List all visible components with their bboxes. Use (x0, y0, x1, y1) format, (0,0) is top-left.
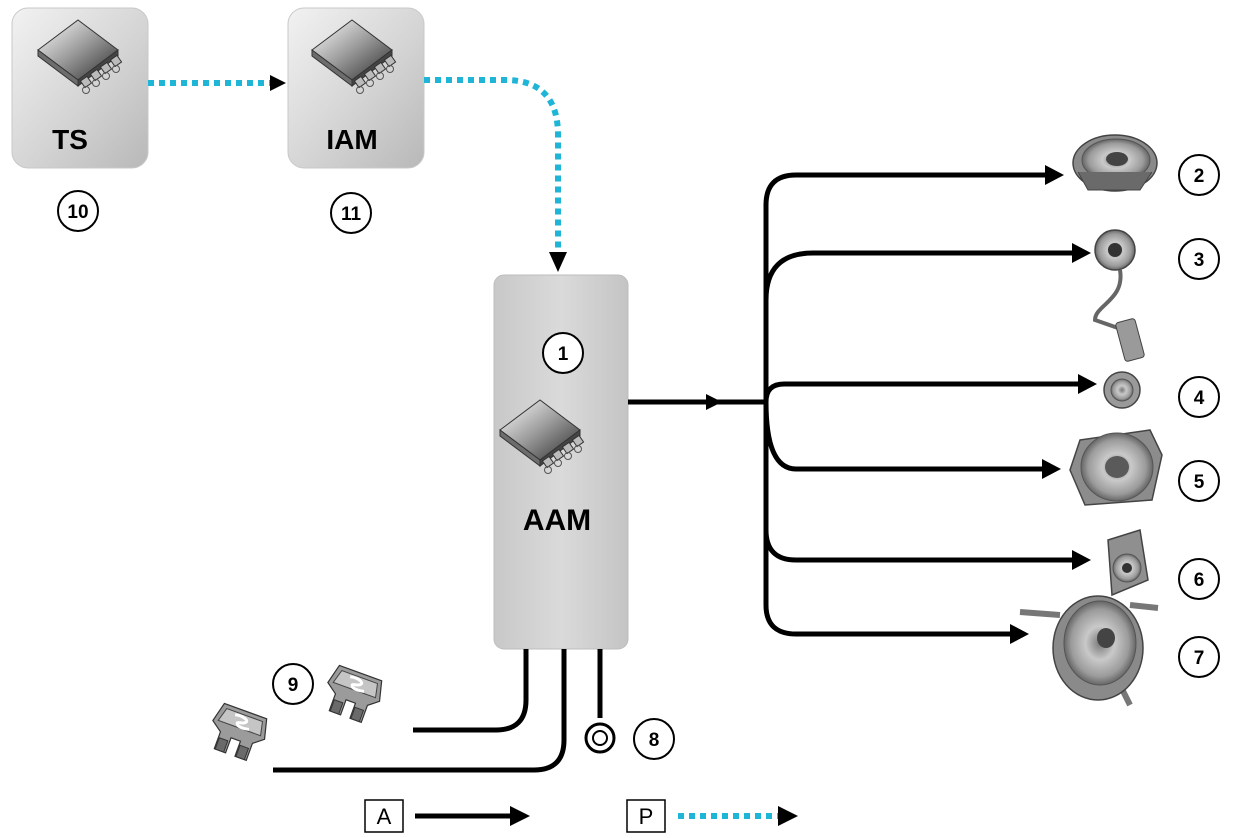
fuse-icon (317, 662, 388, 728)
ts-module: TS (11, 7, 149, 169)
speaker-4 (1103, 371, 1141, 409)
data-link-iam-aam (424, 77, 567, 272)
power-feed-lines (273, 649, 603, 773)
callout-10-number: 10 (67, 202, 88, 223)
callout-5: 5 (1178, 460, 1220, 502)
callout-8-number: 8 (649, 730, 660, 751)
callout-1-number: 1 (558, 344, 569, 365)
callout-11-number: 11 (341, 204, 362, 225)
speaker-6 (1107, 529, 1149, 597)
callout-9: 9 (272, 663, 314, 705)
legend-audio: A (364, 799, 530, 833)
aam-module: AAM (493, 274, 629, 650)
fuse-icon (202, 700, 273, 766)
audio-arrow-heads (706, 165, 1097, 644)
callout-4: 4 (1178, 376, 1220, 418)
arrow-head (549, 252, 567, 272)
speaker-5 (1069, 429, 1163, 506)
callout-2: 2 (1178, 154, 1220, 196)
speaker-7 (1019, 595, 1159, 707)
callout-9-number: 9 (288, 675, 299, 696)
callout-10: 10 (57, 190, 99, 232)
callout-6: 6 (1178, 558, 1220, 600)
callout-7: 7 (1178, 636, 1220, 678)
audio-output-lines (628, 172, 1078, 637)
speaker-2 (1072, 134, 1158, 192)
ts-label: TS (52, 124, 88, 155)
callout-6-number: 6 (1194, 570, 1205, 591)
arrow-head (270, 75, 286, 91)
iam-module: IAM (287, 7, 425, 169)
callout-7-number: 7 (1194, 648, 1205, 669)
legend-data-key: P (639, 804, 654, 829)
speaker-3 (1092, 229, 1145, 362)
callout-5-number: 5 (1194, 472, 1205, 493)
ground-eyelet-icon (584, 722, 616, 754)
callout-3-number: 3 (1194, 250, 1205, 271)
callout-1: 1 (542, 332, 584, 374)
legend-audio-key: A (377, 804, 392, 829)
callout-3: 3 (1178, 238, 1220, 280)
iam-label: IAM (326, 124, 377, 155)
legend-data: P (626, 799, 798, 833)
data-link-ts-iam (148, 75, 286, 91)
callout-4-number: 4 (1194, 388, 1205, 409)
callout-8: 8 (633, 718, 675, 760)
aam-label: AAM (523, 504, 591, 537)
callout-11: 11 (330, 192, 372, 234)
callout-2-number: 2 (1194, 166, 1205, 187)
